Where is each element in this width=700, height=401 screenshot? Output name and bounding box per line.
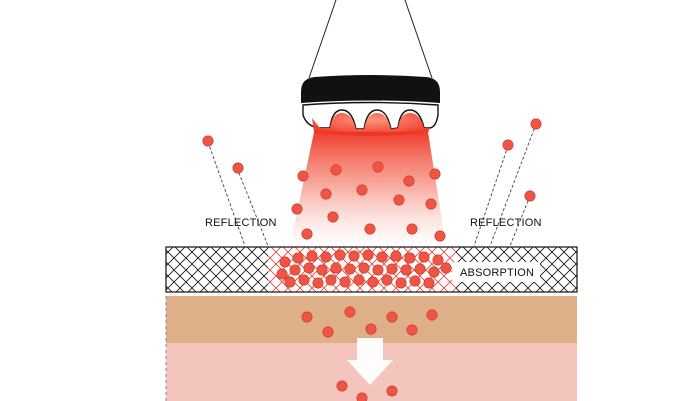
photon-particle	[372, 264, 384, 276]
photon-particle	[367, 276, 379, 288]
photon-particle	[279, 256, 291, 268]
photon-particle	[232, 162, 244, 174]
photon-particle	[336, 380, 348, 392]
photon-particle	[409, 275, 421, 287]
emitter-glow	[312, 113, 430, 136]
photon-particle	[358, 262, 370, 274]
photon-particle	[298, 274, 310, 286]
photon-particle	[292, 252, 304, 264]
absorption-label-backdrop	[452, 262, 540, 282]
photon-particle	[432, 254, 444, 266]
photon-particle	[312, 277, 324, 289]
photon-particle	[403, 175, 415, 187]
photon-particles	[202, 118, 542, 401]
photon-particle	[322, 326, 334, 338]
photon-particle	[306, 250, 318, 262]
photon-particle	[301, 228, 313, 240]
photon-particle	[325, 274, 337, 286]
photon-particle	[440, 262, 452, 274]
photon-particle	[364, 223, 376, 235]
absorption-label: ABSORPTION	[460, 267, 534, 279]
photon-particle	[353, 274, 365, 286]
photon-particle	[530, 118, 542, 130]
photon-particle	[393, 194, 405, 206]
photon-particle	[348, 250, 360, 262]
photon-particle	[301, 311, 313, 323]
photon-particle	[276, 268, 288, 280]
photon-particle	[330, 262, 342, 274]
handpiece-cable-left	[308, 0, 337, 79]
photon-particle	[524, 190, 536, 202]
photon-particle	[297, 170, 309, 182]
epidermis-border	[165, 246, 578, 293]
photon-particle	[381, 274, 393, 286]
laser-handpiece-icon	[301, 0, 440, 136]
photon-particle	[414, 263, 426, 275]
photon-particle	[344, 263, 356, 275]
photon-particle	[429, 168, 441, 180]
photon-particle	[303, 262, 315, 274]
photon-particle	[320, 251, 332, 263]
reflection-label-left: REFLECTION	[205, 217, 277, 229]
photon-particle	[404, 252, 416, 264]
photon-particle	[327, 211, 339, 223]
photon-particle	[344, 306, 356, 318]
photon-particle	[386, 311, 398, 323]
photon-particle	[425, 198, 437, 210]
reflection-path-left-2	[236, 167, 269, 247]
reflection-path-left-1	[207, 141, 246, 247]
photon-particle	[356, 184, 368, 196]
photon-particle	[330, 164, 342, 176]
handpiece-cable-right	[404, 0, 433, 79]
reflection-path-right-3	[509, 195, 531, 247]
photon-particle	[386, 263, 398, 275]
photon-particle	[362, 249, 374, 261]
photon-particle	[390, 250, 402, 262]
photon-particle	[356, 392, 368, 401]
photon-particle	[202, 135, 214, 147]
photon-particle	[386, 385, 398, 397]
reflection-label-right: REFLECTION	[470, 217, 542, 229]
photon-particle	[284, 276, 296, 288]
photon-particle	[316, 264, 328, 276]
photon-particle	[434, 230, 446, 242]
photon-particle	[291, 203, 303, 215]
photon-particle	[426, 309, 438, 321]
reflection-path-right-1	[489, 123, 537, 247]
photon-particle	[395, 277, 407, 289]
photon-particle	[428, 266, 440, 278]
photon-particle	[418, 251, 430, 263]
reflection-path-right-2	[473, 145, 509, 247]
photon-particle	[376, 251, 388, 263]
reflection-paths	[207, 123, 537, 247]
photon-particle	[372, 161, 384, 173]
handpiece-collar	[302, 101, 439, 130]
photon-particle	[365, 323, 377, 335]
photon-particle	[406, 223, 418, 235]
photon-particle	[400, 264, 412, 276]
photon-particle	[289, 264, 301, 276]
photon-particle	[406, 324, 418, 336]
photon-particle	[320, 188, 332, 200]
down-arrow-icon	[347, 338, 393, 385]
photon-particle	[502, 139, 514, 151]
handpiece-head	[301, 75, 440, 103]
photon-particle	[334, 249, 346, 261]
photon-particle	[339, 276, 351, 288]
photon-particle	[423, 277, 435, 289]
dermis-layer	[166, 296, 577, 343]
